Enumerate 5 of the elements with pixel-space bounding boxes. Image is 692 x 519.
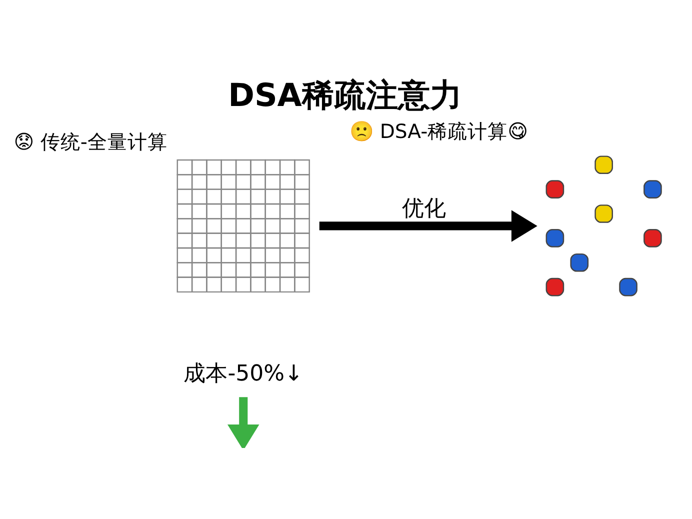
node-label: 😟 传统-全量计算 [14,130,168,154]
node-label: 🙁 DSA-稀疏计算😋 [350,119,528,142]
edge-label: 优化 [402,196,446,221]
diagram-title: DSA稀疏注意力 [228,77,462,114]
node-text: 成本-50%↓ [184,360,303,386]
